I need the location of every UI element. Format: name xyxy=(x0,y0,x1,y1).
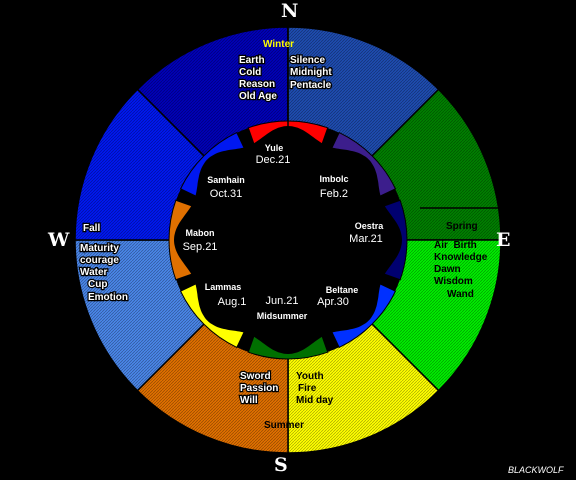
north-a-line-1: Earth xyxy=(239,55,265,66)
sabbat-name: Yule xyxy=(265,143,284,153)
sabbat-name: Lammas xyxy=(205,282,242,292)
south-correspondences-a: Sword Passion Will xyxy=(239,370,280,407)
season-fall: Fall xyxy=(83,223,100,234)
compass-west: W xyxy=(47,229,70,251)
sabbat-date: Sep.21 xyxy=(183,241,218,253)
sabbat-imbolc: Imbolc Feb.2 xyxy=(319,174,348,200)
sabbat-name: Midsummer xyxy=(257,311,308,321)
compass-east: E xyxy=(496,229,510,251)
sabbat-beltane: Beltane Apr.30 xyxy=(317,285,358,308)
south-correspondences-b: Youth Fire Mid day xyxy=(296,371,334,406)
sabbat-name: Mabon xyxy=(186,228,215,238)
sabbat-date: Dec.21 xyxy=(256,154,291,166)
east-line-5: Wand xyxy=(447,289,474,300)
sabbat-mabon: Mabon Sep.21 xyxy=(183,228,218,253)
south-b-line-3: Mid day xyxy=(296,395,334,406)
sabbat-date: Apr.30 xyxy=(317,296,349,308)
sabbat-oestra: Oestra Mar.21 xyxy=(349,221,384,245)
north-b-line-1: Silence xyxy=(290,55,325,66)
outer-ring xyxy=(74,26,502,454)
season-winter: Winter xyxy=(263,39,294,50)
east-line-4: Wisdom xyxy=(434,276,473,287)
sec-s2-hatch xyxy=(137,323,288,453)
sec-n2-hatch xyxy=(288,27,439,157)
north-correspondences-a: Earth Cold Reason Old Age xyxy=(238,54,279,103)
east-line-2: Knowledge xyxy=(434,252,488,263)
north-a-line-3: Reason xyxy=(239,79,275,90)
season-summer: Summer xyxy=(264,420,304,431)
sabbat-name: Beltane xyxy=(326,285,359,295)
west-line-2: courage xyxy=(80,255,119,266)
sec-w1-hatch xyxy=(75,240,205,391)
east-line-3: Dawn xyxy=(434,264,461,275)
signature: BLACKWOLF xyxy=(508,465,564,475)
south-a-line-3: Will xyxy=(240,395,258,406)
west-line-5: Emotion xyxy=(88,292,128,303)
west-line-1: Maturity xyxy=(80,243,119,254)
south-b-line-2: Fire xyxy=(298,383,317,394)
sec-e2-hatch xyxy=(371,240,501,391)
sabbat-samhain: Samhain Oct.31 xyxy=(207,175,245,200)
north-a-line-2: Cold xyxy=(239,67,261,78)
east-line-1: Air Birth xyxy=(434,240,477,251)
compass-south: S xyxy=(274,454,288,476)
south-b-line-1: Youth xyxy=(296,371,324,382)
compass-north: N xyxy=(281,0,298,22)
sec-n1-hatch xyxy=(137,27,288,157)
south-a-line-2: Passion xyxy=(240,383,278,394)
west-correspondences: Maturity courage Water Cup Emotion xyxy=(79,242,129,304)
inner-circle xyxy=(174,126,402,354)
north-b-line-3: Pentacle xyxy=(290,80,332,91)
sabbat-date: Feb.2 xyxy=(320,188,348,200)
sabbat-date: Mar.21 xyxy=(349,233,383,245)
west-line-3: Water xyxy=(80,267,108,278)
sabbat-name: Oestra xyxy=(355,221,385,231)
sec-e1-hatch xyxy=(371,89,501,240)
sabbat-name: Samhain xyxy=(207,175,245,185)
season-spring: Spring xyxy=(446,221,478,232)
sec-s1-hatch xyxy=(288,323,439,453)
north-a-line-4: Old Age xyxy=(239,91,277,102)
sabbat-name: Imbolc xyxy=(319,174,348,184)
sabbat-lammas: Lammas Aug.1 xyxy=(205,282,247,308)
north-b-line-2: Midnight xyxy=(290,67,332,78)
sabbat-yule: Yule Dec.21 xyxy=(256,143,291,166)
sec-w2-hatch xyxy=(75,89,205,240)
sabbat-date: Oct.31 xyxy=(210,188,242,200)
sabbat-midsummer: Jun.21 Midsummer xyxy=(257,295,308,321)
sabbat-date: Jun.21 xyxy=(265,295,298,307)
east-correspondences: Air Birth Knowledge Dawn Wisdom Wand xyxy=(434,240,488,300)
sabbat-date: Aug.1 xyxy=(218,296,247,308)
south-a-line-1: Sword xyxy=(240,371,271,382)
west-line-4: Cup xyxy=(88,279,107,290)
north-correspondences-b: Silence Midnight Pentacle xyxy=(289,54,334,92)
dividers xyxy=(287,10,566,209)
